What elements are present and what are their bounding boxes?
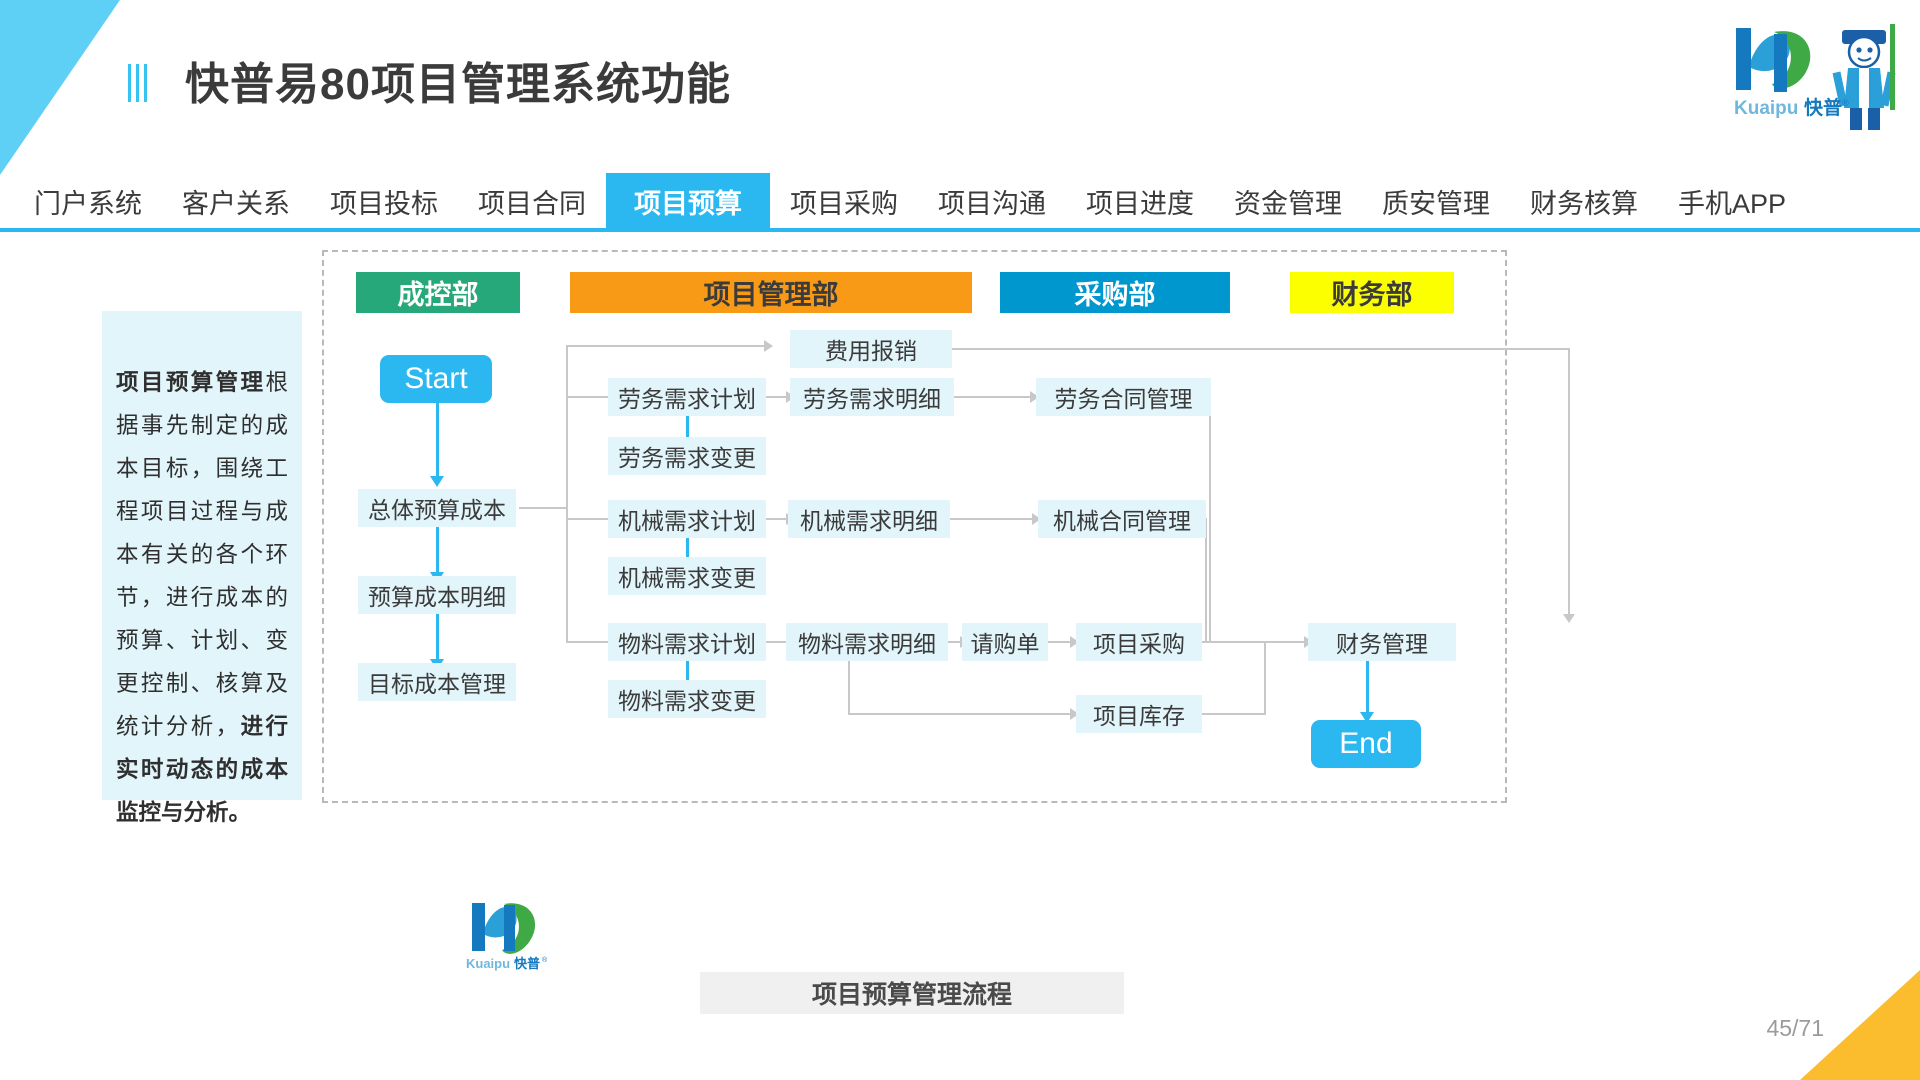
connector bbox=[766, 396, 788, 398]
nav-item-6[interactable]: 项目沟通 bbox=[938, 189, 1046, 219]
connector bbox=[952, 348, 1570, 350]
arrow-icon bbox=[430, 476, 444, 487]
nav-item-7[interactable]: 项目进度 bbox=[1086, 189, 1194, 219]
arrow-icon bbox=[1030, 391, 1039, 403]
connector bbox=[566, 641, 610, 643]
node-material-demand-change[interactable]: 物料需求变更 bbox=[608, 680, 766, 718]
connector bbox=[566, 345, 766, 347]
description-panel: 项目预算管理根据事先制定的成本目标，围绕工程项目过程与成本有关的各个环节，进行成… bbox=[102, 311, 302, 825]
node-target-cost-management[interactable]: 目标成本管理 bbox=[358, 663, 516, 701]
connector bbox=[950, 518, 1034, 520]
nav-item-5[interactable]: 项目采购 bbox=[790, 189, 898, 219]
connector-blue bbox=[436, 400, 439, 478]
arrow-icon bbox=[1070, 708, 1079, 720]
flowchart-container bbox=[322, 250, 1507, 803]
connector bbox=[519, 507, 567, 509]
arrow-icon bbox=[764, 340, 773, 352]
nav-item-10[interactable]: 财务核算 bbox=[1530, 189, 1638, 219]
svg-text:Kuaipu: Kuaipu bbox=[1734, 98, 1798, 119]
connector-blue bbox=[1366, 661, 1369, 714]
dept-header-purchasing: 采购部 bbox=[1000, 272, 1230, 313]
description-body: 根据事先制定的成本目标，围绕工程项目过程与成本有关的各个环节，进行成本的预算、计… bbox=[116, 370, 288, 739]
svg-text:快普: 快普 bbox=[1804, 96, 1842, 119]
connector bbox=[848, 713, 1072, 715]
nav-item-9[interactable]: 质安管理 bbox=[1382, 189, 1490, 219]
arrow-icon bbox=[1563, 614, 1575, 623]
description-tail: 进行实时动态的成本监控与分析。 bbox=[116, 714, 288, 825]
connector bbox=[566, 518, 610, 520]
arrow-icon bbox=[1070, 636, 1079, 648]
node-project-inventory[interactable]: 项目库存 bbox=[1076, 695, 1202, 733]
nav-item-2[interactable]: 项目投标 bbox=[330, 189, 438, 219]
node-labor-demand-plan[interactable]: 劳务需求计划 bbox=[608, 378, 766, 416]
node-purchase-request[interactable]: 请购单 bbox=[962, 623, 1048, 661]
node-machine-demand-plan[interactable]: 机械需求计划 bbox=[608, 500, 766, 538]
title-bars-icon bbox=[128, 64, 164, 102]
nav-item-11[interactable]: 手机APP bbox=[1678, 189, 1787, 219]
node-material-demand-plan[interactable]: 物料需求计划 bbox=[608, 623, 766, 661]
node-project-purchase[interactable]: 项目采购 bbox=[1076, 623, 1202, 661]
nav-item-0[interactable]: 门户系统 bbox=[34, 189, 142, 219]
node-finance-management[interactable]: 财务管理 bbox=[1308, 623, 1456, 661]
connector bbox=[766, 641, 788, 643]
connector-blue bbox=[686, 416, 689, 444]
node-overall-budget-cost[interactable]: 总体预算成本 bbox=[358, 489, 516, 527]
svg-text:®: ® bbox=[1842, 98, 1849, 108]
connector bbox=[948, 641, 962, 643]
connector bbox=[566, 345, 568, 643]
dept-header-finance: 财务部 bbox=[1290, 272, 1454, 313]
nav-underline bbox=[0, 228, 1920, 232]
kuaipu-logo: Kuaipu 快普 ® bbox=[1732, 22, 1902, 140]
node-material-demand-detail[interactable]: 物料需求明细 bbox=[786, 623, 948, 661]
connector bbox=[1264, 641, 1266, 715]
connector-blue bbox=[686, 538, 689, 566]
node-labor-contract-management[interactable]: 劳务合同管理 bbox=[1036, 378, 1211, 416]
node-labor-demand-detail[interactable]: 劳务需求明细 bbox=[790, 378, 954, 416]
page-title: 快普易80项目管理系统功能 bbox=[185, 60, 731, 109]
svg-text:快普: 快普 bbox=[514, 956, 540, 971]
page-number: 45/71 bbox=[1766, 1015, 1824, 1041]
connector bbox=[566, 396, 610, 398]
connector bbox=[766, 518, 788, 520]
svg-text:Kuaipu: Kuaipu bbox=[466, 956, 510, 971]
nav-item-8[interactable]: 资金管理 bbox=[1234, 189, 1342, 219]
connector bbox=[1202, 713, 1266, 715]
connector bbox=[954, 396, 1032, 398]
connector bbox=[1568, 348, 1570, 616]
connector-blue bbox=[436, 614, 439, 661]
kuaipu-watermark-logo: Kuaipu 快普 ® bbox=[462, 895, 577, 973]
node-expense-reimbursement[interactable]: 费用报销 bbox=[790, 330, 952, 368]
arrow-icon bbox=[1360, 712, 1374, 723]
nav-item-4[interactable]: 项目预算 bbox=[606, 173, 770, 230]
connector-blue bbox=[436, 527, 439, 574]
node-machine-contract-management[interactable]: 机械合同管理 bbox=[1038, 500, 1206, 538]
flowchart-caption: 项目预算管理流程 bbox=[700, 972, 1124, 1014]
arrow-icon bbox=[1032, 513, 1041, 525]
nav-item-3[interactable]: 项目合同 bbox=[478, 189, 586, 219]
description-text: 项目预算管理根据事先制定的成本目标，围绕工程项目过程与成本有关的各个环节，进行成… bbox=[116, 361, 288, 834]
node-machine-demand-change[interactable]: 机械需求变更 bbox=[608, 557, 766, 595]
connector bbox=[1048, 641, 1072, 643]
main-navigation: 门户系统 客户关系 项目投标 项目合同项目预算项目采购 项目沟通 项目进度 资金管理 质安管理… bbox=[0, 173, 1920, 230]
dept-header-cost-control: 成控部 bbox=[356, 272, 520, 313]
node-budget-cost-detail[interactable]: 预算成本明细 bbox=[358, 576, 516, 614]
connector-blue bbox=[686, 661, 689, 689]
description-lead: 项目预算管理 bbox=[116, 370, 266, 395]
node-machine-demand-detail[interactable]: 机械需求明细 bbox=[788, 500, 950, 538]
node-labor-demand-change[interactable]: 劳务需求变更 bbox=[608, 437, 766, 475]
connector bbox=[1209, 396, 1211, 642]
nav-item-1[interactable]: 客户关系 bbox=[182, 189, 290, 219]
node-start[interactable]: Start bbox=[380, 355, 492, 403]
svg-text:®: ® bbox=[542, 956, 548, 964]
node-end[interactable]: End bbox=[1311, 720, 1421, 768]
connector bbox=[1205, 518, 1207, 642]
dept-header-project-management: 项目管理部 bbox=[570, 272, 972, 313]
connector bbox=[848, 661, 850, 714]
connector bbox=[1202, 641, 1306, 643]
